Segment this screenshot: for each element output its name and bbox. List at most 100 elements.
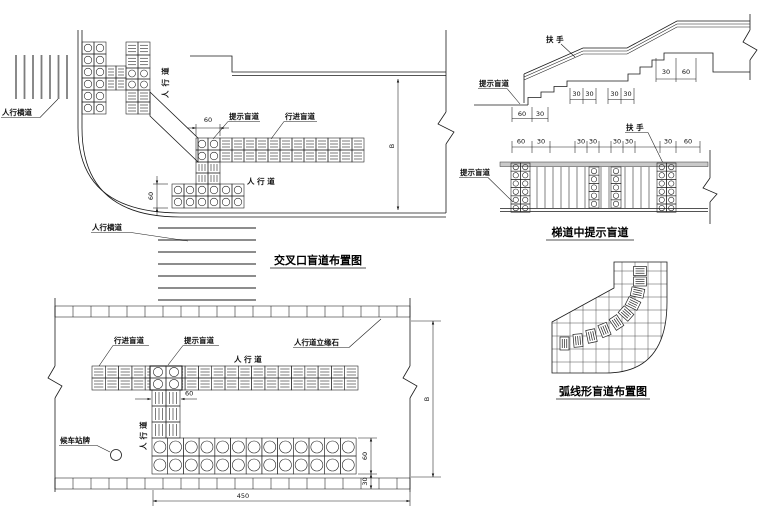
plan-treads-3	[624, 167, 650, 208]
curb-band-top	[54, 305, 411, 318]
junction-width-dimension	[187, 124, 229, 136]
sidewalk-vertical-label: 人行道	[160, 64, 170, 99]
side-dim-bottom-60: 60	[518, 110, 526, 118]
side-dim-mid-1: 30	[572, 90, 580, 98]
curved-tactile-blocks	[559, 266, 647, 351]
side-middle-dims	[569, 88, 635, 104]
plan-dim-1: 60	[517, 138, 525, 146]
warning-path-leader	[167, 345, 219, 366]
crosswalk-stripes-left	[15, 55, 68, 99]
plan-dim-3: 30	[577, 138, 585, 146]
side-top-dims	[655, 58, 697, 82]
junction-warning-block	[195, 137, 221, 163]
warning-column-b	[125, 67, 151, 91]
warning-path-leader	[212, 121, 260, 140]
road-edge-right-with-break	[402, 298, 418, 492]
plan-warning-column-left	[510, 162, 531, 213]
directional-path-label: 行进盲道	[113, 335, 144, 345]
strip-height-value: 60	[361, 452, 369, 460]
vertical-directional-run	[195, 161, 221, 185]
side-dim-mid-4: 30	[623, 90, 631, 98]
road-width-value: B	[388, 144, 396, 148]
vertical-directional-run	[151, 389, 181, 439]
side-dim-mid-3: 30	[610, 90, 618, 98]
plan-warning-column-right	[656, 162, 677, 213]
curve-diagram: 弧线形盲道布置图	[551, 261, 668, 400]
street-edge-right-with-break	[437, 30, 455, 213]
directional-connector	[105, 65, 127, 91]
directional-column-top	[125, 41, 151, 69]
sidewalk-label: 人 行 道	[234, 354, 262, 364]
road-width-value: B	[423, 397, 431, 401]
stair-steps	[527, 52, 750, 105]
side-dim-top-60: 60	[682, 68, 690, 76]
handrail-side-label: 扶 手	[546, 34, 564, 44]
plan-dim-4: 30	[589, 138, 597, 146]
warning-side-leader	[478, 88, 521, 105]
plan-dim-8: 60	[684, 138, 692, 146]
sidewalk-label: 人 行 道	[247, 176, 275, 186]
stairs-title: 梯道中提示盲道	[552, 225, 629, 239]
plan-treads-1	[536, 167, 586, 208]
curb-band-bottom	[54, 477, 411, 490]
plan-treads-2	[600, 167, 610, 208]
plan-dim-5: 30	[613, 138, 621, 146]
intersection-title: 交叉口盲道布置图	[274, 253, 362, 267]
handrail-plan-leader	[625, 132, 664, 164]
handrail-side	[523, 20, 750, 103]
platform-length-value: 450	[237, 492, 249, 500]
curve-title: 弧线形盲道布置图	[559, 384, 647, 398]
directional-column-bottom	[125, 89, 151, 115]
platform-warning-strip	[151, 437, 357, 475]
handrail-plan-label: 扶 手	[626, 122, 644, 132]
plan-dimension-chain	[511, 141, 701, 153]
sidewalk-vertical-label: 人行道	[138, 419, 148, 451]
directional-path-leader	[270, 121, 317, 140]
strip-offset-value: 30	[361, 477, 369, 485]
plan-dim-7: 30	[664, 138, 672, 146]
curb-band-bottom-ticks	[54, 478, 398, 489]
road-edge-left-with-break	[47, 298, 63, 492]
crosswalk-bottom-leader	[91, 232, 189, 242]
curb-leader	[293, 318, 382, 348]
plan-warning-column-mid2	[610, 166, 622, 209]
crosswalk-left-leader	[1, 98, 59, 118]
curb-warning-strip	[171, 183, 245, 209]
curb-curve-inner	[81, 30, 446, 218]
curb-label: 人行道立缘石	[294, 337, 339, 347]
warning-plan-label: 提示盲道	[460, 167, 490, 177]
bus-stop-leader	[59, 445, 111, 453]
directional-path-label: 行进盲道	[284, 111, 315, 121]
warning-plan-leader	[459, 177, 514, 203]
plan-right-break	[702, 150, 718, 224]
warning-path-label: 提示盲道	[229, 111, 259, 121]
side-bottom-dims	[511, 107, 549, 122]
warning-side-label: 提示盲道	[479, 78, 509, 88]
intersection-diagram: 60 60 B 人行横道 人行道 提示盲道 行进盲道 人 行 道	[1, 30, 455, 301]
handrail-plan-band	[499, 161, 709, 167]
plan-warning-column-mid1	[588, 166, 600, 209]
warning-column-a	[81, 41, 107, 115]
side-dim-mid-2: 30	[585, 90, 593, 98]
crosswalk-stripes-bottom	[158, 227, 256, 301]
crosswalk-bottom-label: 人行横道	[92, 222, 122, 232]
bus-stop-label: 候车站牌	[60, 435, 90, 445]
strip-width-value: 60	[147, 192, 155, 200]
directional-run	[91, 365, 359, 391]
run-width-value: 60	[185, 390, 193, 398]
side-dim-bottom-30: 30	[536, 110, 544, 118]
directional-run	[219, 137, 365, 163]
platform-length-dimension	[152, 490, 411, 506]
stairs-diagram: 扶 手 提示盲道 60 30 30 30 30 30	[459, 14, 758, 241]
plan-dim-6: 30	[625, 138, 633, 146]
road-width-dimension	[411, 320, 441, 478]
crosswalk-left-label: 人行横道	[2, 107, 32, 117]
bus-stop-sign-symbol	[110, 449, 122, 461]
busstop-diagram: 行进盲道 提示盲道 人行道立缘石 人 行 道 人行道 候车站牌 60	[47, 298, 441, 506]
warning-path-label: 提示盲道	[184, 335, 214, 345]
street-edge-top	[190, 55, 446, 73]
handrail-side-leader	[560, 43, 576, 58]
directional-path-leader	[98, 345, 149, 367]
